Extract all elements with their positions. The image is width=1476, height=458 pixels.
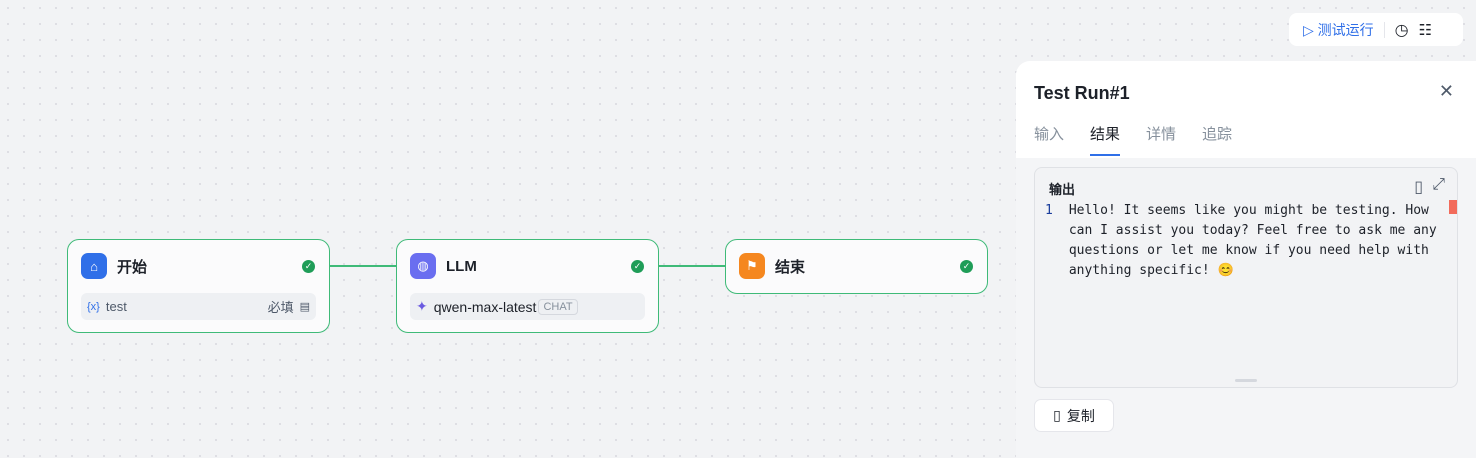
close-icon[interactable]: ✕ — [1438, 81, 1454, 101]
variable-name: test — [105, 299, 127, 314]
success-check-icon: ✓ — [960, 260, 973, 273]
qwen-logo-icon: ✦ — [416, 298, 428, 314]
test-run-label: 测试运行 — [1317, 21, 1374, 38]
copy-label: 复制 — [1066, 407, 1095, 424]
resize-handle[interactable] — [1235, 379, 1257, 382]
edge-llm-end — [659, 265, 726, 267]
checklist-icon[interactable]: ☷ — [1418, 21, 1433, 39]
panel-title: Test Run#1 — [1034, 83, 1130, 103]
edge-start-llm — [330, 265, 397, 267]
clipboard-icon: ▯ — [1053, 407, 1061, 423]
test-run-panel: Test Run#1 ✕ 输入 结果 详情 追踪 输出 ▯ ⤢ 1 Hello! … — [1016, 61, 1476, 458]
home-icon: ⌂ — [81, 253, 107, 279]
node-title: 结束 — [775, 258, 806, 276]
node-title: LLM — [446, 257, 477, 275]
scrollbar-marker — [1449, 200, 1457, 214]
expand-icon[interactable]: ⤢ — [1432, 176, 1445, 193]
output-label: 输出 — [1049, 182, 1076, 197]
line-number: 1 — [1045, 203, 1053, 218]
success-check-icon: ✓ — [302, 260, 315, 273]
copy-button[interactable]: ▯ 复制 — [1034, 399, 1114, 432]
node-title: 开始 — [117, 258, 148, 276]
success-check-icon: ✓ — [631, 260, 644, 273]
model-type-badge: CHAT — [538, 298, 578, 315]
tab-details[interactable]: 详情 — [1146, 126, 1177, 143]
variable-icon: {x} — [87, 300, 100, 313]
output-box: 输出 ▯ ⤢ 1 Hello! It seems like you might b… — [1034, 167, 1458, 388]
play-icon: ▷ — [1303, 21, 1314, 38]
tab-result[interactable]: 结果 — [1090, 123, 1121, 156]
output-text[interactable]: Hello! It seems like you might be testin… — [1068, 203, 1437, 278]
node-end[interactable]: ⚑ 结束 ✓ — [725, 239, 988, 294]
node-start[interactable]: ⌂ 开始 ✓ {x} test 必填 ▤ — [67, 239, 330, 333]
toolbar: ▷ 测试运行 ◷ ☷ — [1289, 13, 1463, 46]
llm-brain-icon: ◍ — [410, 253, 436, 279]
text-type-icon: ▤ — [299, 301, 310, 313]
clipboard-icon[interactable]: ▯ — [1414, 179, 1423, 196]
history-icon[interactable]: ◷ — [1394, 21, 1409, 39]
required-label: 必填 — [267, 300, 294, 315]
end-flag-icon: ⚑ — [739, 253, 765, 279]
tab-input[interactable]: 输入 — [1034, 126, 1065, 143]
tab-trace[interactable]: 追踪 — [1202, 126, 1233, 143]
test-run-button[interactable]: ▷ 测试运行 — [1303, 20, 1374, 40]
model-name: qwen-max-latest — [433, 298, 537, 315]
